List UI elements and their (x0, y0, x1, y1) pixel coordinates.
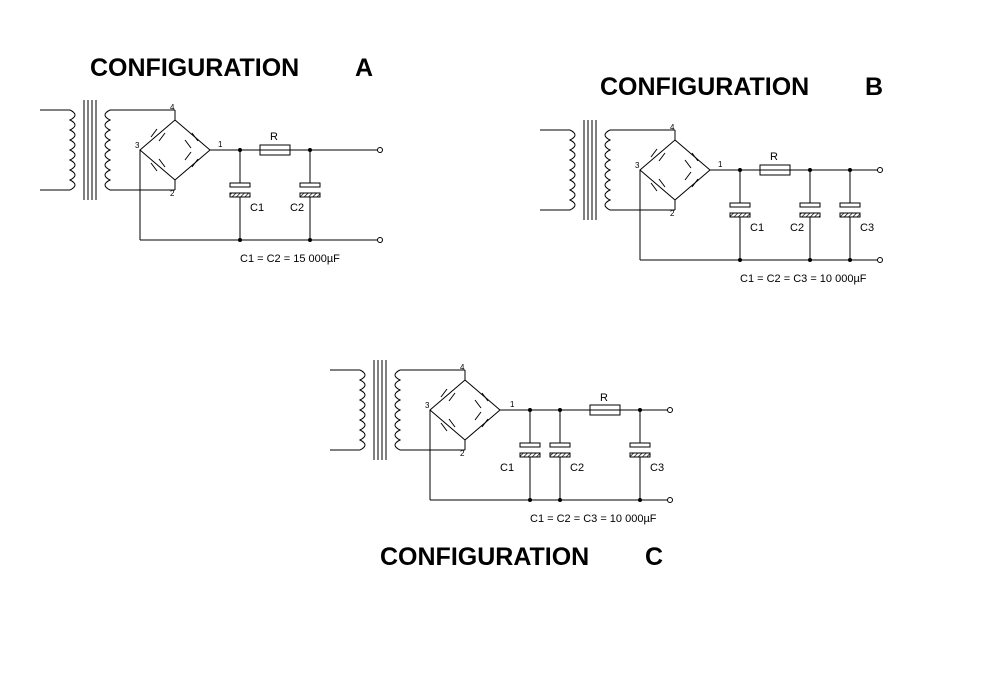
output-terminal-minus (377, 237, 383, 243)
output-terminal-plus (877, 167, 883, 173)
configuration-c: CONFIGURATION C 4 3 1 2 R C1 (330, 360, 673, 571)
output-terminal-plus (667, 407, 673, 413)
config-b-letter: B (865, 73, 883, 101)
resistor-label: R (770, 151, 778, 163)
c2-label: C2 (790, 222, 804, 234)
transformer (330, 360, 465, 460)
bridge-rectifier: 4 3 1 2 (635, 123, 880, 260)
c2-label: C2 (290, 202, 304, 214)
pin-4-label: 4 (460, 363, 465, 372)
c3-label: C3 (650, 462, 664, 474)
capacitor-c3: C3 (629, 410, 664, 500)
resistor-label: R (270, 131, 278, 143)
capacitor-c2: C2 (790, 170, 821, 260)
pin-2-label: 2 (460, 449, 465, 458)
capacitor-c1: C1 (500, 410, 541, 500)
secondary-coil (394, 369, 402, 451)
resistor-r: R (759, 151, 791, 176)
capacitor-c2: C2 (290, 150, 321, 240)
resistor-r: R (589, 392, 621, 416)
capacitor-c2: C2 (549, 410, 584, 500)
config-c-letter: C (645, 543, 663, 571)
secondary-coil (604, 129, 612, 211)
c1-label: C1 (750, 222, 764, 234)
config-c-title: CONFIGURATION (380, 543, 589, 571)
pin-3-label: 3 (635, 161, 640, 170)
formula-label: C1 = C2 = 15 000µF (240, 253, 340, 265)
pin-3-label: 3 (135, 141, 140, 150)
pin-3-label: 3 (425, 401, 430, 410)
bridge-rectifier: 4 3 1 2 (425, 363, 670, 500)
pin-4-label: 4 (670, 123, 675, 132)
capacitor-c3: C3 (839, 170, 874, 260)
configuration-a: CONFIGURATION A 4 3 1 2 R C1 (40, 54, 383, 265)
pin-1-label: 1 (718, 160, 723, 169)
capacitor-c1: C1 (729, 170, 764, 260)
formula-label: C1 = C2 = C3 = 10 000µF (530, 513, 657, 525)
secondary-coil (104, 109, 112, 191)
transformer (540, 120, 675, 220)
transformer (40, 100, 175, 200)
config-a-letter: A (355, 54, 373, 82)
output-terminal-minus (667, 497, 673, 503)
formula-label: C1 = C2 = C3 = 10 000µF (740, 273, 867, 285)
output-terminal-plus (377, 147, 383, 153)
c3-label: C3 (860, 222, 874, 234)
pin-1-label: 1 (510, 400, 515, 409)
pin-2-label: 2 (670, 209, 675, 218)
resistor-label: R (600, 392, 608, 404)
pin-2-label: 2 (170, 189, 175, 198)
resistor-r: R (259, 131, 291, 156)
configuration-b: CONFIGURATION B 4 3 1 2 R C1 (540, 73, 883, 285)
output-terminal-minus (877, 257, 883, 263)
capacitor-c1: C1 (229, 150, 264, 240)
c1-label: C1 (500, 462, 514, 474)
primary-coil (568, 129, 576, 211)
c2-label: C2 (570, 462, 584, 474)
bridge-rectifier: 4 3 1 2 (135, 103, 380, 240)
primary-coil (358, 369, 366, 451)
c1-label: C1 (250, 202, 264, 214)
pin-1-label: 1 (218, 140, 223, 149)
config-a-title: CONFIGURATION (90, 54, 299, 82)
config-b-title: CONFIGURATION (600, 73, 809, 101)
pin-4-label: 4 (170, 103, 175, 112)
primary-coil (68, 109, 76, 191)
